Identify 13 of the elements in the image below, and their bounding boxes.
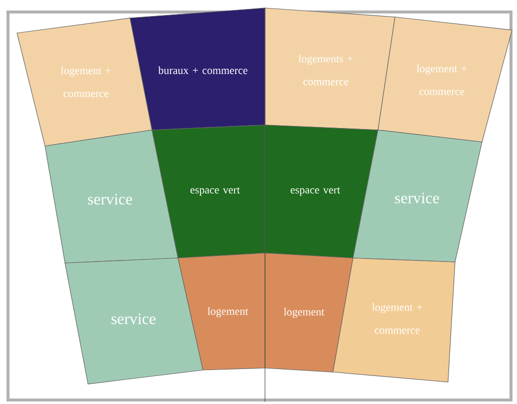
zone-cell: buraux + commerce [130, 8, 266, 130]
zone-cell: service [64, 258, 204, 384]
zone-cell: logement + commerce [16, 18, 152, 146]
zone-cell: logements + commerce [264, 8, 396, 130]
node-label: logement + commerce [416, 64, 467, 96]
zone-cell: service [44, 130, 178, 264]
zone-cell: logement + commerce [332, 258, 456, 382]
zone-cell: espace vert [152, 124, 266, 258]
zone-cell: service [352, 130, 482, 262]
zone-cell: logement + commerce [378, 16, 512, 142]
zone-cell: espace vert [264, 124, 378, 258]
zone-cell: logement [264, 252, 354, 372]
zone-cell: logement [178, 252, 266, 370]
